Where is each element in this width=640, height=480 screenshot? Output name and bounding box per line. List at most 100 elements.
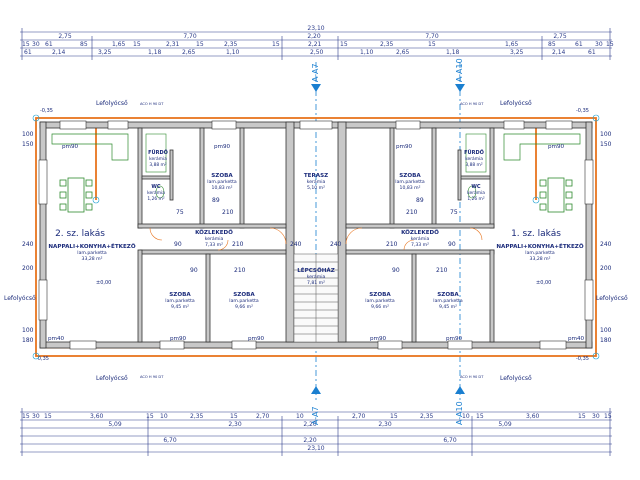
dim-bottom-1: 2,35 <box>190 413 204 420</box>
room-floor: kerámia <box>307 178 326 185</box>
apartment-label: 1. sz. lakás <box>511 229 561 239</box>
room-area: 1,26 m² <box>467 196 484 202</box>
downpipe-label: Lefolyócső <box>500 100 532 107</box>
opening-dim: 210 <box>234 267 246 274</box>
dim-bottom-1: 15 <box>146 413 154 420</box>
room-name: FÜRDŐ <box>148 149 168 156</box>
pm-label: pm90 <box>170 336 187 342</box>
room-name: WC <box>471 184 481 190</box>
room-name: WC <box>151 184 161 190</box>
opening-dim: 200 <box>600 265 612 272</box>
section-mark-a7-bottom: A-A7 <box>311 406 320 425</box>
dim-bottom-3: 6,70 <box>163 437 177 444</box>
room-floor: lam.parketta <box>433 298 463 304</box>
room-area: 9,66 m² <box>371 304 389 310</box>
dim-top-2: 61 <box>45 41 53 48</box>
opening-dim: 180 <box>22 337 34 344</box>
dim-top-2: 85 <box>80 41 88 48</box>
opening-dim: 150 <box>600 141 612 148</box>
opening-dim: 89 <box>212 197 220 204</box>
room-area: 1,26 m² <box>147 196 164 202</box>
room-floor: lam.parketta <box>365 298 395 304</box>
level-mark: -0,35 <box>40 108 53 114</box>
opening-dim: 150 <box>22 141 34 148</box>
room-name: SZOBA <box>169 292 191 298</box>
opening-dim: 240 <box>290 241 302 248</box>
dim-bottom-1: 3,60 <box>526 413 540 420</box>
dim-bottom-1: 15 <box>578 413 586 420</box>
stairs <box>293 253 339 343</box>
level-mark: ±0,00 <box>536 280 551 286</box>
dim-top-1: 2,20 <box>307 33 321 40</box>
opening-dim: 210 <box>232 241 244 248</box>
kitchen-counters <box>51 133 581 161</box>
section-mark-a10-top: A-A10 <box>455 58 464 82</box>
pm-label: pm40 <box>48 336 65 342</box>
room-name: TERASZ <box>304 173 328 179</box>
dim-top-3: 1,18 <box>148 49 162 56</box>
bathroom-fixtures <box>145 133 487 199</box>
dim-top-2: 15 <box>22 41 30 48</box>
apartment-label: 2. sz. lakás <box>55 229 105 239</box>
opening-dim: 210 <box>386 241 398 248</box>
door-swings <box>149 227 483 251</box>
downpipe-label: Lefolyócső <box>96 100 128 107</box>
dim-bottom-3: 6,70 <box>443 437 457 444</box>
opening-dim: 100 <box>22 327 34 334</box>
opening-dim: 75 <box>450 209 458 216</box>
dining-table-right <box>539 177 573 213</box>
pm-label: pm90 <box>548 144 565 150</box>
room-area: 9,66 m² <box>235 304 253 310</box>
dim-top-1: 7,70 <box>183 33 197 40</box>
opening-dim: 90 <box>392 267 400 274</box>
dim-top-3: 2,65 <box>182 49 196 56</box>
dim-bottom-1: 10 <box>160 413 168 420</box>
opening-dim: 210 <box>406 209 418 216</box>
section-mark-a7-top: A-A7 <box>311 63 320 82</box>
dim-bottom-1: 10 <box>462 413 470 420</box>
dim-bottom-1: 15 <box>44 413 52 420</box>
room-floor: kerámia <box>411 235 430 242</box>
dim-top-3: 3,25 <box>510 49 524 56</box>
room-area: 9,45 m² <box>439 304 457 310</box>
dim-bottom-1: 15 <box>390 413 398 420</box>
downpipe-note: ACO H 90 DT <box>460 375 484 379</box>
room-floor: kerámia <box>467 189 485 196</box>
room-area: 3,88 m² <box>149 162 166 168</box>
room-area: 33,28 m² <box>82 256 103 262</box>
opening-dim: 240 <box>22 241 34 248</box>
dim-bottom-1: 2,70 <box>256 413 270 420</box>
dim-bottom-2: 5,09 <box>498 421 512 428</box>
dim-top-2: 1,65 <box>112 41 126 48</box>
dim-bottom-1: 10 <box>296 413 304 420</box>
dim-top-2: 2,21 <box>308 41 322 48</box>
section-arrows <box>311 84 465 394</box>
opening-dim: 90 <box>448 241 456 248</box>
dimension-ticks <box>21 28 611 456</box>
room-floor: lam.parketta <box>525 250 555 256</box>
room-name: SZOBA <box>211 173 233 179</box>
room-area: 5,10 m² <box>307 185 325 191</box>
level-mark: -0,35 <box>576 108 589 114</box>
dim-top-1: 2,75 <box>58 33 72 40</box>
dim-bottom-1: 15 <box>22 413 30 420</box>
room-area: 33,28 m² <box>530 256 551 262</box>
dim-top-3: 61 <box>24 49 32 56</box>
room-name: SZOBA <box>233 292 255 298</box>
room-floor: kerámia <box>149 155 167 162</box>
room-floor: lam.parketta <box>77 250 107 256</box>
room-area: 9,45 m² <box>171 304 189 310</box>
dim-bottom-1: 30 <box>592 413 600 420</box>
room-name: LÉPCSŐHÁZ <box>297 266 335 274</box>
downpipe-note: ACO H 90 DT <box>140 375 164 379</box>
room-floor: lam.parketta <box>229 298 259 304</box>
opening-dim: 210 <box>222 209 234 216</box>
level-mark: ±0,00 <box>96 280 111 286</box>
dim-bottom-1: 2,70 <box>352 413 366 420</box>
dim-bottom-2: 2,30 <box>228 421 242 428</box>
dim-top-3: 1,10 <box>226 49 240 56</box>
dim-total-bottom: 23,10 <box>307 445 324 452</box>
opening-dim: 89 <box>416 197 424 204</box>
room-name: SZOBA <box>437 292 459 298</box>
